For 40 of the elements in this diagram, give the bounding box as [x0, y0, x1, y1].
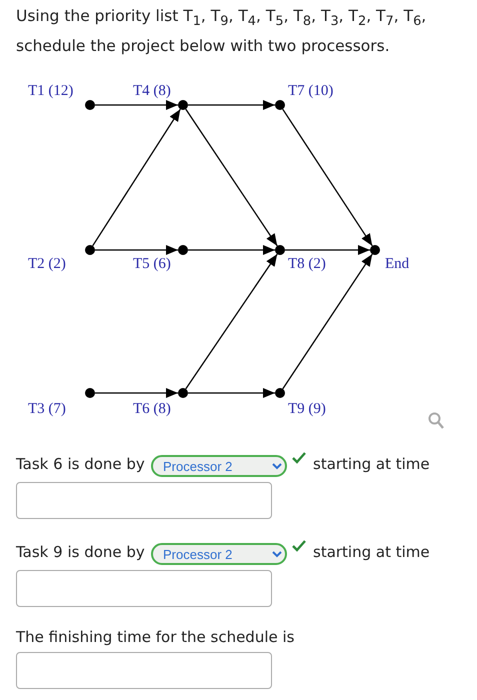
node-dot	[275, 388, 285, 398]
node-label: T4 (8)	[133, 83, 171, 100]
node-label: T5 (6)	[133, 256, 171, 273]
node-label: T8 (2)	[288, 256, 326, 273]
arrow	[92, 108, 181, 246]
node-dot	[85, 388, 95, 398]
question-text: Using the priority list T$_{1}$, T$_{9}$, T$_{4}$, T$_{5}$, T$_{8}$, T$_{3}$, T$_{2}$, T$_{7}$, T$_{6}$, schedule the project below with two processors.	[16, 6, 428, 58]
node-label: T2 (2)	[28, 256, 66, 273]
question-text: The finishing time for the schedule is	[16, 628, 294, 646]
node-dot	[85, 245, 95, 255]
arrow	[185, 254, 278, 390]
node-label: T6 (8)	[133, 401, 171, 418]
question-text: starting at time	[313, 543, 430, 561]
arrow	[95, 388, 178, 398]
node-label: End	[385, 256, 410, 273]
node-dot	[275, 100, 285, 110]
arrow	[188, 245, 275, 255]
arrow	[285, 245, 370, 255]
node-label: T1 (12)	[28, 83, 74, 100]
question-text: Task 9 is done by	[16, 543, 145, 561]
arrow	[185, 108, 278, 246]
processor-select: Processor 2	[151, 543, 287, 565]
node-dot	[178, 245, 188, 255]
arrow	[282, 254, 373, 390]
node-label: T7 (10)	[288, 83, 334, 100]
node-dot	[178, 388, 188, 398]
node-label: T3 (7)	[28, 401, 66, 418]
node-dot	[178, 100, 188, 110]
arrow	[188, 100, 275, 110]
node-dot	[370, 245, 380, 255]
question-text: starting at time	[313, 455, 430, 473]
question-text: Task 6 is done by	[16, 455, 145, 473]
node-label: T9 (9)	[288, 401, 326, 418]
arrow	[95, 100, 178, 110]
processor-select: Processor 2	[151, 455, 287, 477]
node-dot	[85, 100, 95, 110]
arrow	[282, 108, 373, 246]
arrow	[95, 245, 178, 255]
arrow	[188, 388, 275, 398]
node-dot	[275, 245, 285, 255]
